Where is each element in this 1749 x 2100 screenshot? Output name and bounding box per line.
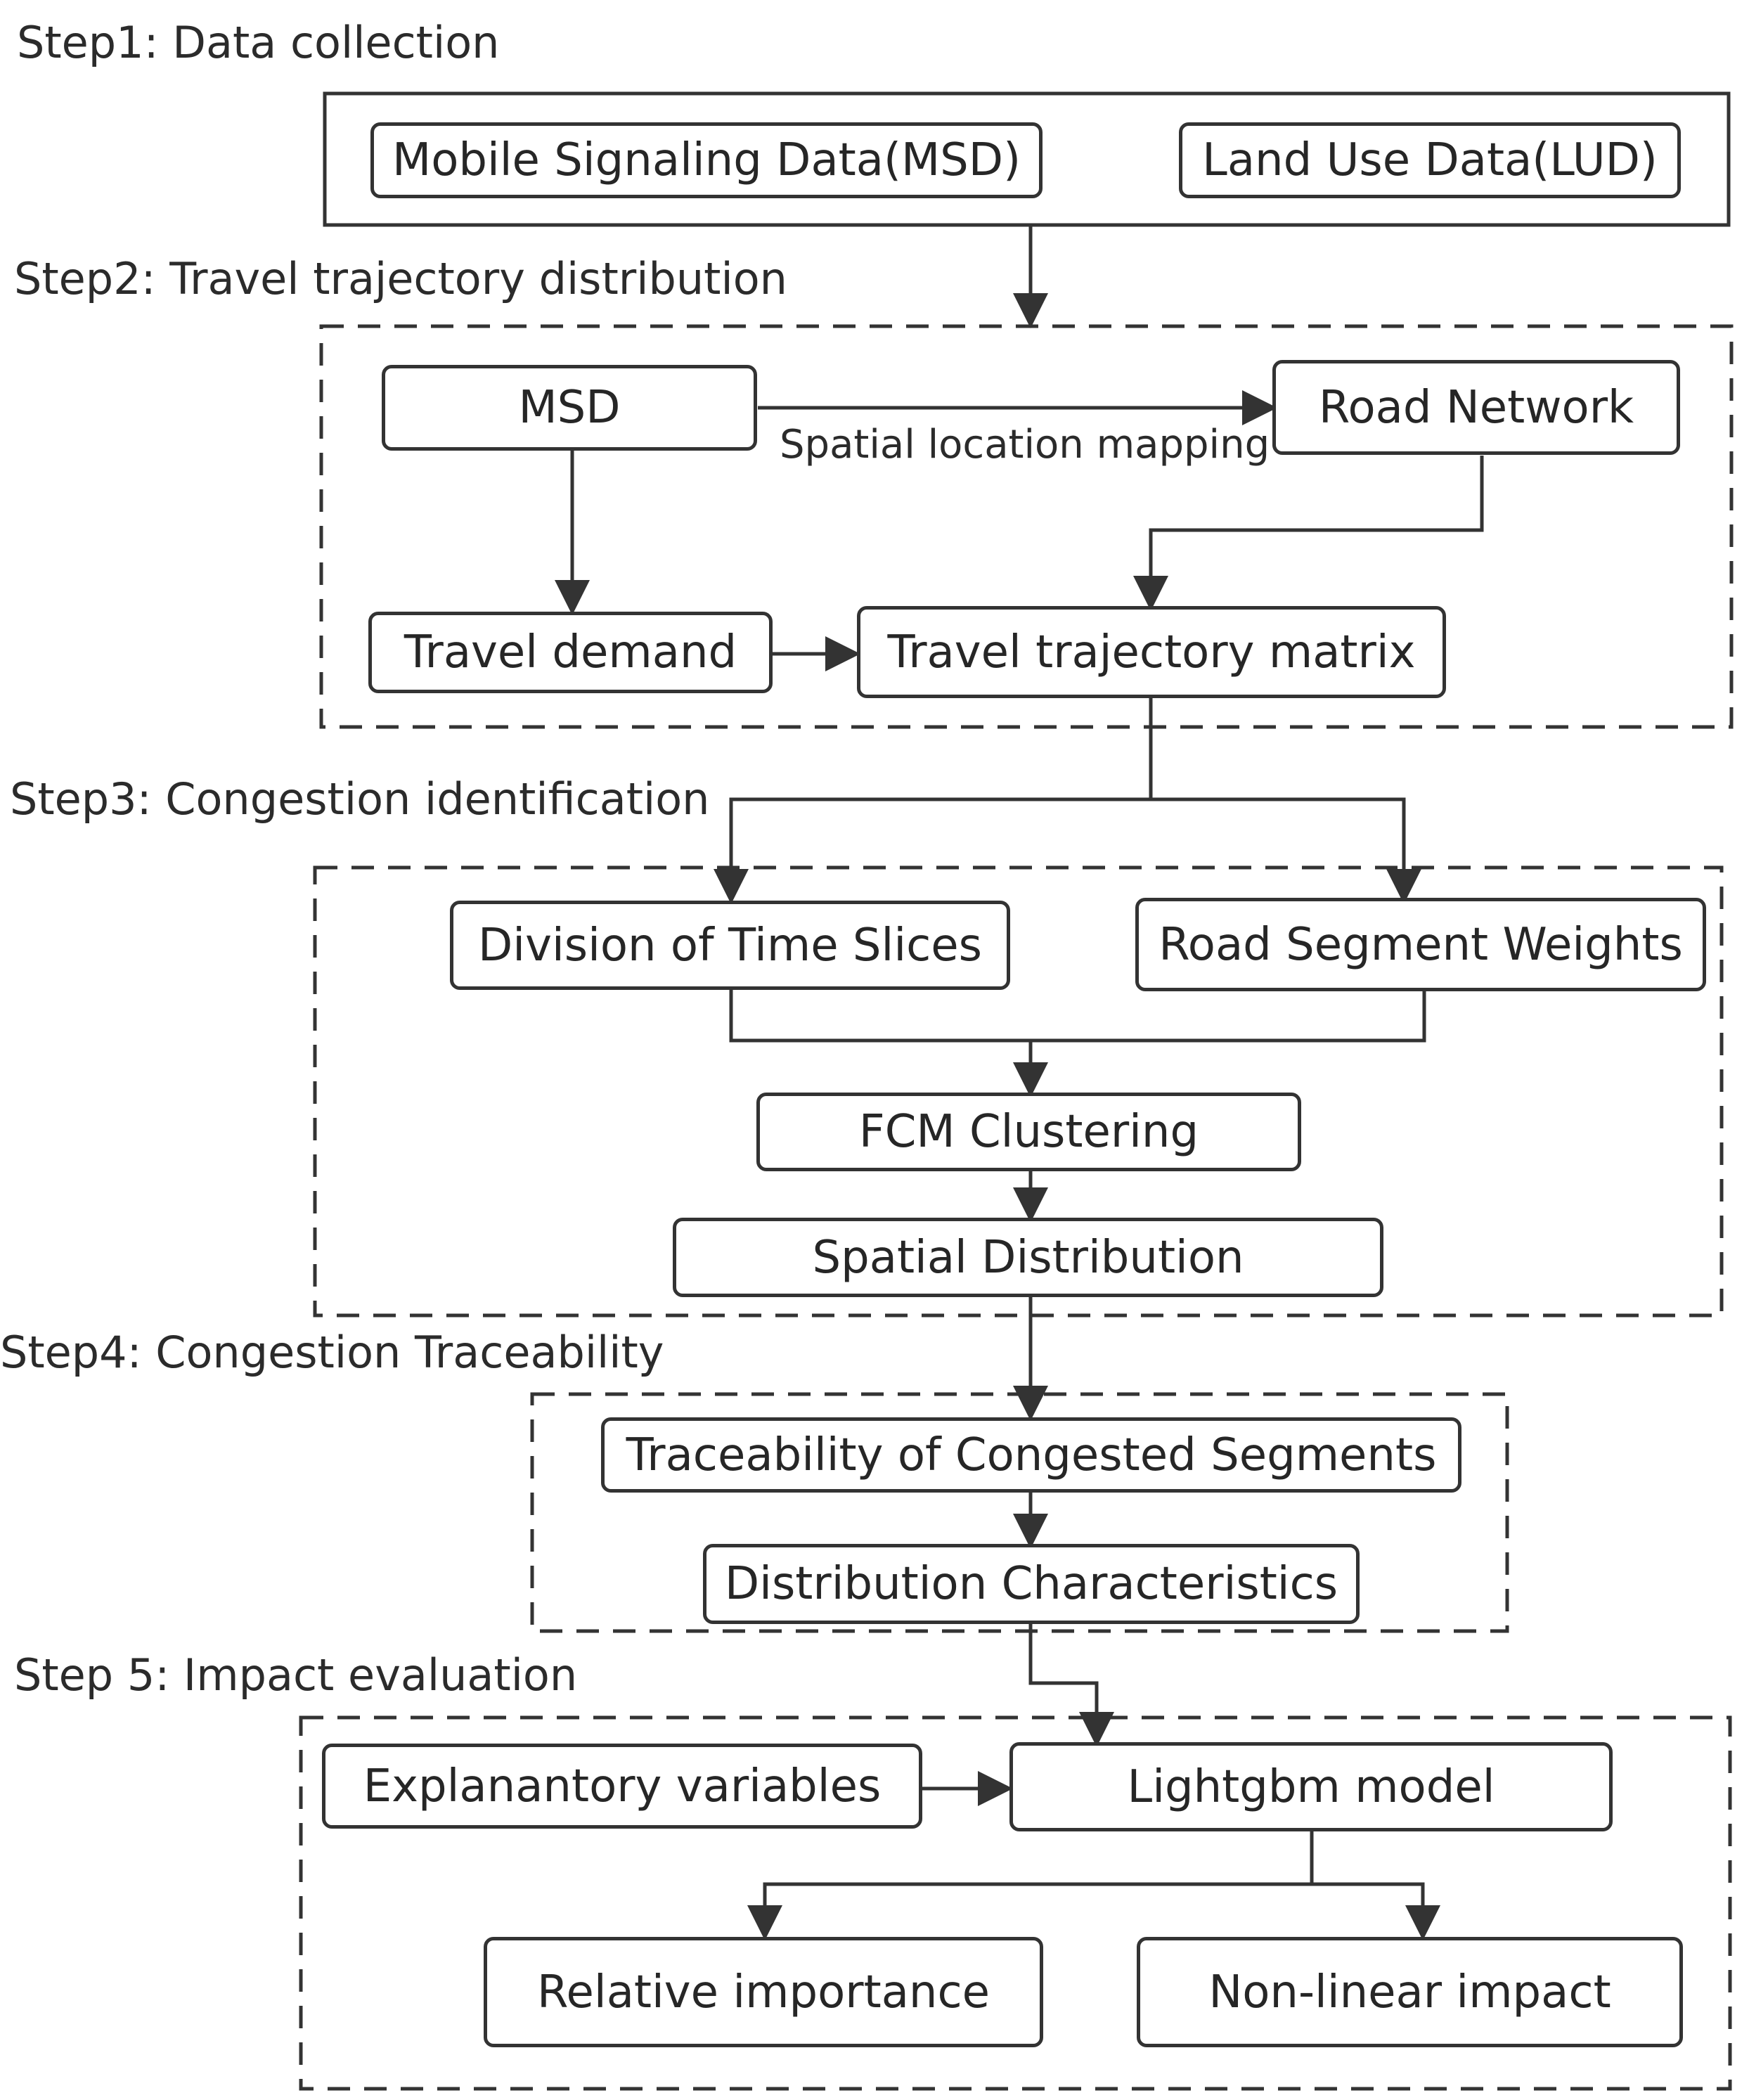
step3-frame [313, 865, 1724, 1318]
connector-time-slices-merge [729, 990, 1426, 1043]
node-mobile-signaling-data: Mobile Signaling Data(MSD) [370, 122, 1043, 198]
arrow-lightgbm-to-importance [747, 1831, 1314, 1940]
step5-frame [299, 1715, 1732, 2091]
node-relative-importance: Relative importance [484, 1937, 1043, 2047]
edge-label-spatial-mapping: Spatial location mapping [780, 422, 1270, 468]
node-explanatory-variables: Explanantory variables [322, 1744, 922, 1829]
arrow-matrix-to-segment-weights [1151, 797, 1421, 904]
node-travel-trajectory-matrix: Travel trajectory matrix [857, 606, 1446, 698]
arrow-characteristics-to-lightgbm [1028, 1624, 1114, 1747]
node-land-use-data: Land Use Data(LUD) [1179, 122, 1681, 198]
step3-label: Step3: Congestion identification [10, 773, 710, 825]
node-road-network: Road Network [1272, 360, 1680, 455]
node-spatial-distribution: Spatial Distribution [673, 1218, 1383, 1297]
arrow-lightgbm-to-nonlinear [1312, 1882, 1440, 1940]
step2-label: Step2: Travel trajectory distribution [14, 253, 787, 304]
node-lightgbm-model: Lightgbm model [1009, 1742, 1613, 1831]
node-distribution-characteristics: Distribution Characteristics [703, 1544, 1360, 1624]
node-road-segment-weights: Road Segment Weights [1135, 898, 1706, 991]
node-travel-demand: Travel demand [368, 612, 773, 693]
node-msd: MSD [382, 365, 757, 451]
step1-frame [323, 91, 1731, 227]
arrow-road-network-to-matrix [1133, 456, 1484, 611]
step1-label: Step1: Data collection [17, 17, 500, 68]
step5-label: Step 5: Impact evaluation [14, 1649, 578, 1701]
node-division-of-time-slices: Division of Time Slices [450, 901, 1010, 990]
arrow-matrix-to-time-slices [714, 698, 1153, 904]
node-non-linear-impact: Non-linear impact [1137, 1937, 1683, 2047]
step4-label: Step4: Congestion Traceability [0, 1327, 664, 1378]
node-fcm-clustering: FCM Clustering [756, 1093, 1301, 1171]
node-traceability-of-congested-segments: Traceability of Congested Segments [601, 1417, 1461, 1493]
